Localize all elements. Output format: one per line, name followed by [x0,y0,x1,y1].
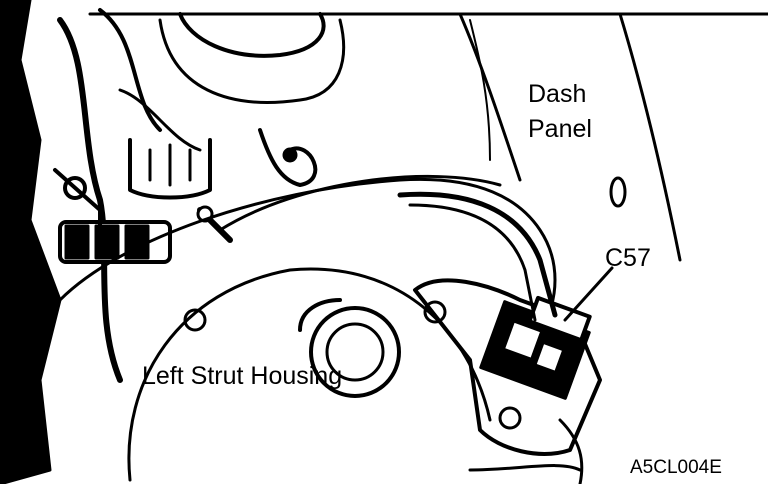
bolt [183,308,207,332]
strut-tower [58,177,557,332]
strut-mount [309,306,401,398]
harness-bracket [413,278,602,456]
left-frame [0,0,62,484]
bolt [498,406,522,430]
reservoir [178,12,326,58]
figure-code: A5CL004E [630,457,722,478]
dash-panel-label-line1: Dash [528,80,587,108]
dash-panel-edge [618,12,682,262]
bolt [423,300,447,324]
connector-c57-label: C57 [605,244,651,272]
dash-panel-label-line2: Panel [528,115,592,143]
strut-housing-label: Left Strut Housing [142,362,343,390]
